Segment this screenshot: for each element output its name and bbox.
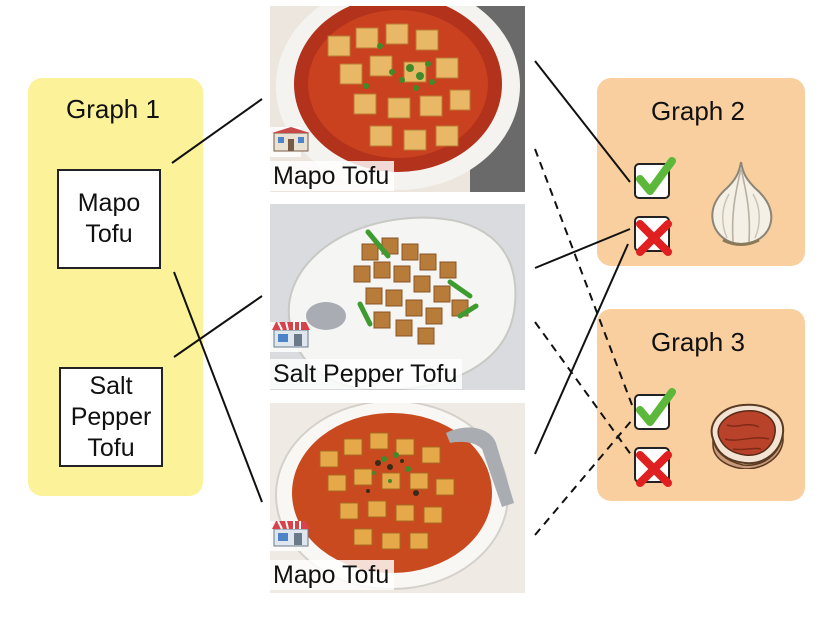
graph-2-title: Graph 2 (651, 96, 745, 126)
check-mark-icon (634, 157, 676, 199)
store-label: A (270, 127, 310, 157)
dish-photo-mapo-tofu-store-b: B Mapo Tofu (270, 403, 525, 593)
dish-caption: Salt Pepper Tofu (270, 359, 463, 389)
store-label: B (270, 521, 310, 551)
cross-mark-icon (634, 216, 672, 256)
dish-node-mapo-tofu: Mapo Tofu (57, 169, 161, 269)
cross-mark-icon (634, 447, 672, 487)
check-mark-icon (634, 388, 676, 430)
dish-caption: Mapo Tofu (270, 560, 395, 590)
graph-1-panel: Graph 1 Mapo Tofu Salt Pepper Tofu (28, 78, 203, 496)
graph-2-panel: Graph 2 (597, 78, 805, 266)
meat-icon (703, 399, 787, 474)
graph-3-title: Graph 3 (651, 327, 745, 357)
dish-caption: Mapo Tofu (270, 161, 395, 191)
dish-photo-mapo-tofu-store-a: A Mapo Tofu (270, 6, 525, 192)
graph-1-title: Graph 1 (66, 94, 160, 124)
store-label: B (270, 322, 310, 352)
dish-photo-salt-pepper-tofu-store-b: B Salt Pepper Tofu (270, 204, 525, 390)
garlic-icon (705, 158, 777, 253)
graph-3-panel: Graph 3 (597, 309, 805, 501)
dish-node-salt-pepper-tofu: Salt Pepper Tofu (59, 367, 163, 467)
